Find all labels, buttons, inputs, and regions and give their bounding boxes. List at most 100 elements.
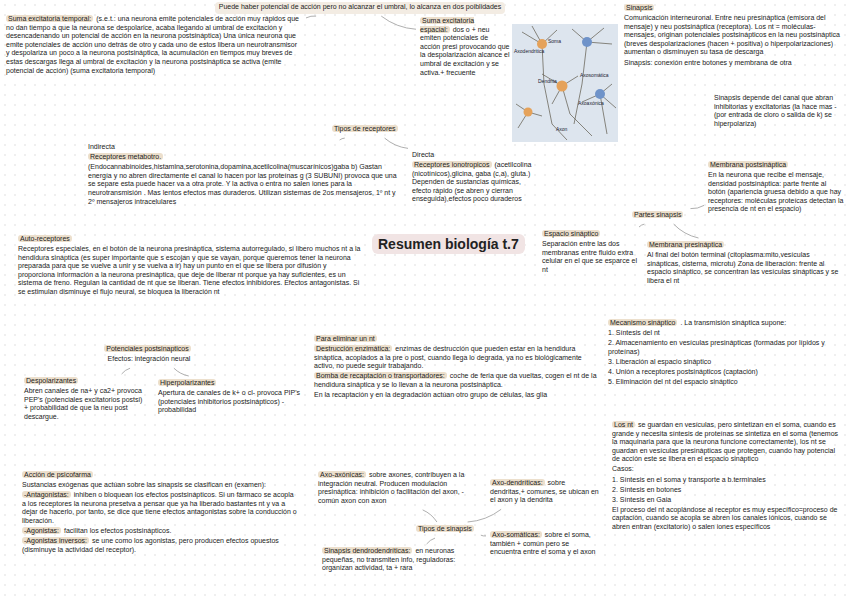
- node-body: Indirecta: [88, 143, 115, 150]
- paragraph: Bomba de recaptación o transportadores:c…: [314, 372, 598, 389]
- paragraph: Puede haber potencial de acción pero no …: [217, 3, 503, 12]
- node-heading: Tipos de receptores: [332, 125, 398, 132]
- paragraph: 3. Liberación al espacio sináptico: [608, 358, 836, 367]
- node-heading: Sinapsis dendrodendríticas:: [322, 547, 412, 554]
- text-node: Potenciales postsinapticosEfectos: integ…: [74, 344, 224, 366]
- paragraph: Despolarizantes: [24, 377, 144, 386]
- connector: [385, 138, 408, 148]
- connector: [690, 205, 704, 208]
- paragraph: Los ntse guardan en vesículas, pero sint…: [612, 421, 842, 464]
- node-body: 2. Síntesis en botones: [612, 486, 681, 493]
- connector-line: [690, 205, 704, 208]
- connector: [639, 224, 644, 227]
- connector-line: [385, 138, 408, 148]
- text-node: Tipos de receptores: [330, 124, 403, 136]
- node-body: Abren canales de na+ y ca2+ provoca PEP'…: [24, 387, 142, 420]
- text-node: Mecanismo sináptico. La transmisión siná…: [606, 318, 838, 389]
- part-label: Axodendritica: [514, 48, 544, 54]
- paragraph: Axo-dendríticas:sobre dendritas,+ comune…: [490, 479, 600, 505]
- paragraph: Acción de psicofarma: [22, 471, 298, 480]
- paragraph: Axo-somáticas:sobre el soma, también + c…: [490, 531, 600, 557]
- paragraph: -Agonistas inversos:se une como los agon…: [22, 537, 298, 554]
- node-body: En la recaptación y en la degradación ac…: [314, 391, 547, 398]
- text-node: Suma excitatoria espacial:dos o + neu em…: [418, 16, 512, 80]
- part-label: Dendrita: [538, 78, 557, 84]
- node-heading: Los nt: [612, 421, 635, 428]
- paragraph: Membrana presináptica: [647, 241, 843, 250]
- paragraph: Comunicación interneuronal. Entre neu pr…: [624, 14, 844, 57]
- connector-line: [423, 510, 437, 522]
- paragraph: (Endocannabinoides,histamina,serotonina,…: [88, 163, 402, 206]
- node-body: 1. Síntesis en el soma y transporte a b.…: [612, 476, 766, 483]
- node-body: Puede haber potencial de acción pero no …: [219, 3, 502, 10]
- text-node: Partes sinapsis: [630, 210, 688, 222]
- node-body: Casos:: [612, 465, 634, 472]
- node-body: Sinapsis: conexión entre botones y membr…: [624, 59, 792, 66]
- paragraph: Sinapsis depende del canal que abran inh…: [714, 94, 844, 128]
- paragraph: Membrana postsináptica: [708, 161, 844, 170]
- paragraph: Apertura de canales de k+ o cl- provoca …: [158, 389, 302, 415]
- connector: [306, 16, 316, 18]
- paragraph: Para eliminar un nt: [314, 335, 598, 344]
- node-body: 3. Liberación al espacio sináptico: [608, 358, 711, 365]
- paragraph: Suma excitatoria temporal:(s.e.t.: una n…: [6, 15, 302, 75]
- text-node: Los ntse guardan en vesículas, pero sint…: [610, 420, 844, 534]
- paragraph: Separación entre las dos membranas entre…: [542, 240, 640, 274]
- connector-line: [174, 368, 189, 376]
- node-heading: -Agonistas:: [22, 527, 61, 534]
- connector: [674, 224, 699, 238]
- connector-line: [122, 368, 130, 374]
- node-body: (s.e.t.: una neurona emite potenciales d…: [6, 15, 299, 74]
- paragraph: 5. Eliminación del nt del espacio sinápt…: [608, 378, 836, 387]
- connector-line: [306, 16, 316, 18]
- text-node: Para eliminar un ntDestrucción enzimátic…: [312, 334, 600, 402]
- node-body: En la neurona que recibe el mensaje, den…: [708, 171, 843, 212]
- node-heading: Receptores ionotropicos: [412, 161, 492, 168]
- node-body: se guardan en vesículas, pero sintetizan…: [612, 421, 838, 462]
- text-node: Espacio sinápticoSeparación entre las do…: [540, 229, 642, 277]
- paragraph: Suma excitatoria espacial:dos o + neu em…: [420, 17, 510, 77]
- part-label: Axon: [556, 126, 567, 132]
- paragraph: Receptores ionotropicos(acetilcolina (ni…: [412, 161, 540, 204]
- node-body: Comunicación interneuronal. Entre neu pr…: [624, 14, 840, 55]
- node-body: dos o + neu emiten potenciales de acción…: [420, 26, 510, 76]
- paragraph: 4. Unión a receptores postsinápticos (ca…: [608, 368, 836, 377]
- text-node: Sinapsis depende del canal que abran inh…: [712, 93, 846, 131]
- paragraph: 2. Síntesis en botones: [612, 486, 842, 495]
- paragraph: -Agonistas:facilitan los efectos postsin…: [22, 527, 298, 536]
- paragraph: Espacio sináptico: [542, 230, 640, 239]
- node-heading: -Agonistas inversos:: [22, 537, 89, 544]
- neuron-illustration: [512, 24, 618, 142]
- node-heading: Potenciales postsinapticos: [104, 345, 191, 352]
- node-heading: Receptores metabotro.: [88, 153, 163, 160]
- text-node: Axo-dendríticas:sobre dendritas,+ comune…: [488, 478, 602, 507]
- node-body: Receptores especiales, en el botón de la…: [18, 245, 360, 295]
- node-body: Al final del botón terminal (citoplasma:…: [647, 251, 838, 284]
- part-label: Axosomática: [580, 72, 609, 78]
- paragraph: Casos:: [612, 465, 842, 474]
- connector: [481, 535, 486, 537]
- text-node: Auto-receptoresReceptores especiales, en…: [16, 234, 364, 299]
- node-body: 3. Síntesis en Gaia: [612, 496, 671, 503]
- node-heading: Axo-somáticas:: [490, 531, 542, 538]
- text-node: Sinapsis dendrodendríticas:en neuronas p…: [320, 546, 486, 575]
- connector-line: [639, 224, 644, 227]
- node-heading: Hiperpolarizantes: [158, 379, 216, 386]
- text-node: Membrana postsinápticaEn la neurona que …: [706, 160, 846, 217]
- node-heading: Membrana presináptica: [647, 241, 724, 248]
- paragraph: El proceso del nt acoplándose al recepto…: [612, 506, 842, 532]
- text-node: DespolarizantesAbren canales de na+ y ca…: [22, 376, 146, 424]
- paragraph: Tipos de receptores: [332, 125, 401, 134]
- text-node: Suma excitatoria temporal:(s.e.t.: una n…: [4, 14, 304, 78]
- node-body: (Endocannabinoides,histamina,serotonina,…: [88, 163, 397, 204]
- node-body: 4. Unión a receptores postsinápticos (ca…: [608, 368, 758, 375]
- paragraph: 2. Almacenamiento en vesículas presinápt…: [608, 339, 836, 356]
- paragraph: Al final del botón terminal (citoplasma:…: [647, 251, 843, 285]
- node-heading: Sinapsis: [624, 4, 654, 11]
- connector: [340, 138, 345, 140]
- connector-line: [340, 138, 345, 140]
- text-node: IndirectaReceptores metabotro. (Endocanna…: [86, 142, 404, 209]
- paragraph: Efectos: integración neural: [76, 355, 222, 364]
- node-heading: Despolarizantes: [24, 377, 78, 384]
- part-label: Soma: [548, 38, 561, 44]
